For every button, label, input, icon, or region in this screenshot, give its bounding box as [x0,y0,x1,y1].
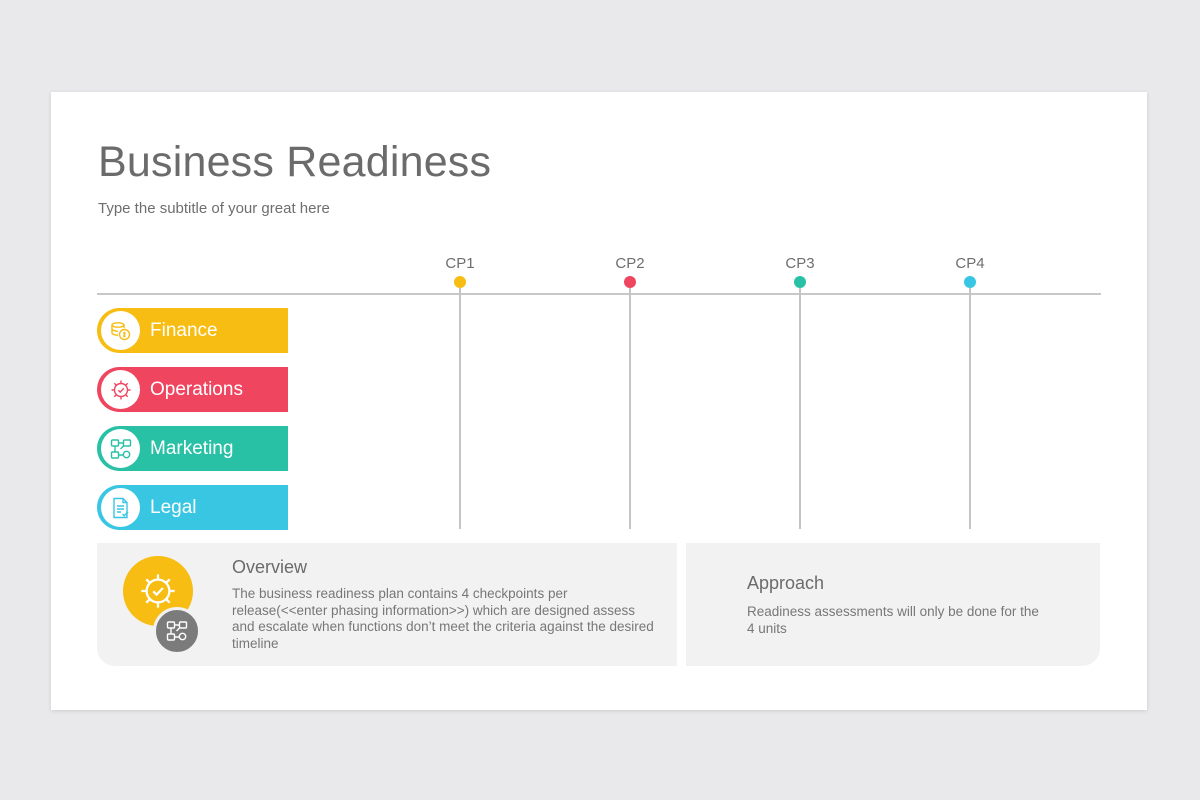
checkpoint-cp3: CP3 [770,254,830,288]
gear-check-icon [101,370,140,409]
checkpoint-dot [964,276,976,288]
unit-marketing: Marketing [97,426,288,471]
overview-panel: Overview The business readiness plan con… [97,543,677,666]
approach-panel: Approach Readiness assessments will only… [686,543,1100,666]
timeline-axis [97,293,1101,295]
checkpoint-label: CP2 [615,255,645,272]
checkpoint-label: CP3 [785,255,815,272]
page-title: Business Readiness [98,138,492,186]
checkpoint-label: CP4 [955,255,985,272]
unit-label: Marketing [150,438,234,459]
checkpoint-line-cp4 [969,288,971,529]
checkpoint-line-cp1 [459,288,461,529]
checkpoint-line-cp2 [629,288,631,529]
unit-legal: Legal [97,485,288,530]
slide: Business Readiness Type the subtitle of … [51,92,1147,710]
checkpoint-dot [794,276,806,288]
document-icon [101,488,140,527]
checkpoint-cp1: CP1 [430,254,490,288]
page-subtitle: Type the subtitle of your great here [98,200,330,217]
coins-icon [101,311,140,350]
approach-heading: Approach [747,573,825,593]
checkpoint-cp2: CP2 [600,254,660,288]
overview-body: The business readiness plan contains 4 c… [232,586,654,651]
overview-heading: Overview [232,557,308,577]
checkpoint-line-cp3 [799,288,801,529]
approach-body: Readiness assessments will only be done … [747,604,1039,636]
checkpoint-cp4: CP4 [940,254,1000,288]
checkpoint-dot [454,276,466,288]
unit-label: Legal [150,497,197,518]
unit-label: Operations [150,379,243,400]
network-icon [153,607,201,655]
unit-operations: Operations [97,367,288,412]
unit-label: Finance [150,320,218,341]
checkpoint-dot [624,276,636,288]
network-icon [101,429,140,468]
checkpoint-label: CP1 [445,255,475,272]
unit-finance: Finance [97,308,288,353]
